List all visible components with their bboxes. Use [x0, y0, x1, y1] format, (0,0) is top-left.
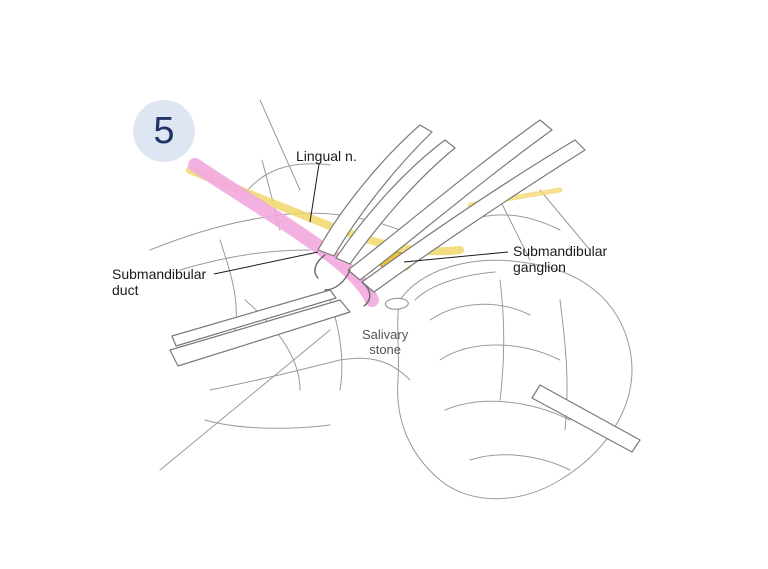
tissue-outline: [244, 299, 301, 391]
gland-outline: [469, 454, 571, 471]
forceps-tip-shape: [361, 281, 371, 307]
label-ganglion-line2: ganglion: [513, 259, 566, 275]
label-submandibular-ganglion: Submandibular ganglion: [513, 243, 607, 275]
tissue-outline: [179, 249, 311, 271]
retractor-shape: [531, 384, 641, 453]
gland-outline: [444, 400, 571, 421]
gland-outline: [397, 259, 633, 500]
gland-outline: [414, 271, 496, 301]
label-lingual-nerve: Lingual n.: [296, 148, 357, 164]
forceps-right-shape: [361, 139, 586, 293]
tissue-outline: [159, 329, 331, 471]
label-duct-line1: Submandibular: [112, 266, 207, 282]
gland-outline: [439, 344, 561, 361]
label-ganglion-line1: Submandibular: [513, 243, 608, 259]
submandibular-duct-shape: [188, 158, 379, 307]
forceps-tip-shape: [314, 254, 326, 279]
gland-outline: [499, 279, 505, 401]
tissue-outline: [209, 357, 411, 391]
step-number: 5: [153, 110, 175, 152]
label-salivary-stone: Salivary stone: [362, 327, 408, 357]
tissue-outline: [469, 214, 561, 231]
forceps-left-shape: [171, 289, 337, 347]
tissue-outline: [259, 99, 301, 191]
forceps-left-shape: [169, 299, 351, 367]
forceps-right-shape: [347, 119, 553, 281]
salivary-stone-shape: [384, 297, 409, 310]
tissue-outline: [219, 239, 237, 331]
gland-outline: [429, 303, 531, 321]
forceps-top-shape: [317, 124, 433, 257]
label-stone-line2: stone: [369, 342, 402, 357]
label-duct-line2: duct: [112, 282, 139, 298]
tissue-outline: [539, 189, 591, 251]
leader-line-duct: [213, 251, 319, 275]
step-number-badge: 5: [133, 100, 195, 162]
tissue-outline: [499, 199, 531, 261]
label-submandibular-duct: Submandibular duct: [112, 266, 206, 298]
forceps-tip-shape: [324, 269, 351, 291]
forceps-top-shape: [335, 139, 456, 265]
label-stone-line1: Salivary: [362, 327, 409, 342]
leader-line-ganglion: [403, 251, 509, 263]
leader-line-lingual-nerve: [309, 163, 320, 223]
tissue-outline: [204, 419, 331, 429]
